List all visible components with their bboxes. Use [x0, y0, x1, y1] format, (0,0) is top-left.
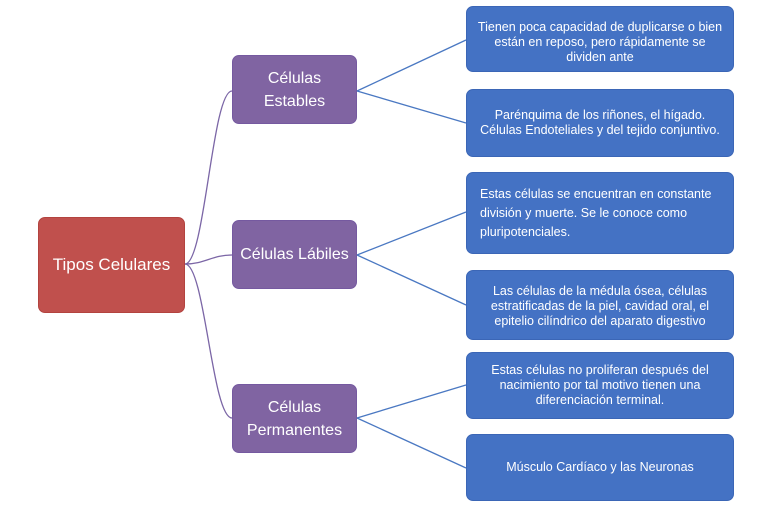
leaf-text: Músculo Cardíaco y las Neuronas [506, 460, 694, 474]
branch-label: Células Permanentes [246, 398, 343, 439]
connector-estables-leaf-1 [356, 39, 467, 92]
root-node-tipos-celulares: Tipos Celulares [38, 217, 185, 313]
leaf-node-labiles-ejemplos: Las células de la médula ósea, células e… [466, 270, 734, 340]
root-label: Tipos Celulares [52, 255, 171, 274]
branch-node-celulas-labiles: Células Lábiles [232, 220, 357, 289]
connector-labiles-leaf-1 [356, 211, 467, 256]
connector-permanentes-leaf-1 [356, 384, 467, 419]
connector-estables-leaf-2 [356, 90, 467, 124]
leaf-text: Estas células se encuentran en constante… [480, 186, 712, 239]
connector-permanentes-leaf-2 [356, 417, 467, 469]
connector-labiles-leaf-2 [356, 254, 467, 306]
leaf-node-permanentes-descripcion: Estas células no proliferan después del … [466, 352, 734, 419]
leaf-text: Las células de la médula ósea, células e… [490, 284, 710, 328]
leaf-node-estables-descripcion: Tienen poca capacidad de duplicarse o bi… [466, 6, 734, 72]
leaf-text: Parénquima de los riñones, el hígado. Cé… [480, 108, 720, 137]
branch-label: Células Estables [263, 69, 326, 110]
leaf-node-estables-ejemplos: Parénquima de los riñones, el hígado. Cé… [466, 89, 734, 157]
branch-node-celulas-estables: Células Estables [232, 55, 357, 124]
branch-node-celulas-permanentes: Células Permanentes [232, 384, 357, 453]
connector-root-labiles [184, 254, 233, 265]
branch-label: Células Lábiles [240, 246, 349, 263]
leaf-text: Tienen poca capacidad de duplicarse o bi… [477, 20, 723, 64]
connector-root-permanentes [184, 263, 233, 419]
leaf-node-labiles-descripcion: Estas células se encuentran en constante… [466, 172, 734, 254]
leaf-text: Estas células no proliferan después del … [491, 363, 709, 407]
connector-root-estables [184, 90, 233, 265]
leaf-node-permanentes-ejemplos: Músculo Cardíaco y las Neuronas [466, 434, 734, 501]
